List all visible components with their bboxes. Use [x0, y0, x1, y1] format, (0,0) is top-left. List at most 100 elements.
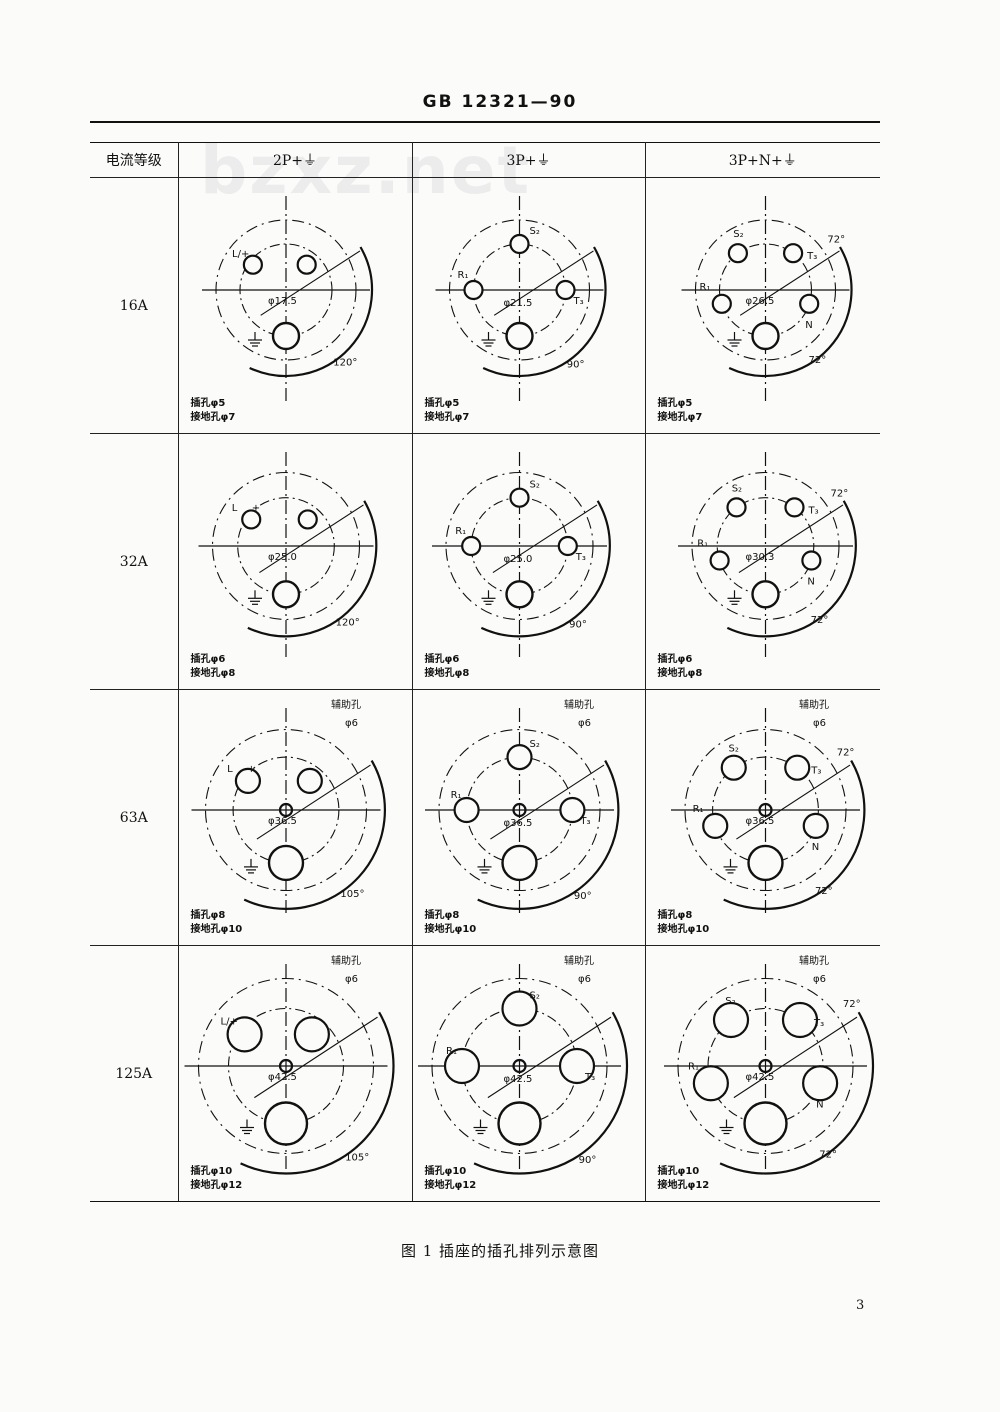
pin-s2	[508, 233, 530, 255]
outer-circle	[211, 471, 360, 621]
diagram-label: N	[811, 842, 818, 853]
diagram-label: R₁	[692, 804, 703, 815]
earth-hole-spec: 接地孔φ8	[190, 668, 236, 679]
pole-pin	[297, 509, 318, 530]
diagram-label: 72°	[836, 748, 854, 759]
diagram-label: φ6	[813, 718, 826, 729]
diagram-label: +	[251, 503, 259, 514]
pin-t3	[782, 243, 803, 264]
pin-s2	[505, 743, 533, 771]
diameter-leader	[492, 504, 597, 574]
earth-pin	[750, 321, 780, 351]
pin-r1	[462, 279, 484, 301]
earth-hole-spec: 接地孔φ12	[190, 1180, 243, 1191]
line-pin	[234, 767, 261, 795]
pin-t3	[783, 497, 805, 518]
angle-dimension-arc	[726, 500, 857, 638]
pin-hole-spec: 插孔φ8	[657, 910, 693, 921]
diagram-label: φ36.5	[745, 816, 774, 827]
diagram-label: 72°	[827, 235, 845, 246]
diagram-label: 90°	[578, 1155, 596, 1166]
outer-circle	[690, 471, 840, 621]
pin-n	[801, 1065, 838, 1102]
diagram-label: 辅助孔	[564, 698, 594, 711]
diagram-label: 120°	[335, 617, 359, 628]
diagram-label: φ42.5	[268, 1072, 297, 1083]
pitch-circle	[718, 243, 812, 337]
diagram-label: 72°	[814, 886, 832, 897]
auxiliary-hole	[278, 802, 293, 818]
angle-dimension-arc	[482, 246, 607, 378]
pin-t3	[783, 754, 810, 781]
outer-circle	[430, 977, 608, 1155]
diameter-leader	[489, 764, 604, 840]
diameter-leader	[735, 764, 850, 840]
pin-hole-spec: 插孔φ10	[424, 1166, 467, 1177]
earth-pin	[746, 844, 784, 882]
pin-hole-spec: 插孔φ6	[657, 654, 693, 665]
diagram-label: T₃	[584, 1072, 595, 1083]
pin-t3	[558, 796, 585, 824]
pin-s2	[725, 497, 747, 518]
pin-hole-spec: 插孔φ6	[190, 654, 226, 665]
pin-s2	[727, 243, 748, 264]
diagram-label: R₁	[457, 270, 468, 281]
standard-number: GB 12321—90	[422, 92, 578, 112]
diameter-leader	[258, 504, 364, 574]
outer-circle	[683, 728, 847, 892]
diagram-label: R₁	[699, 282, 710, 293]
table-header-row: 电流等级 2P+⏚ 3P+⏚ 3P+N+⏚	[90, 142, 880, 178]
diameter-leader	[487, 1016, 611, 1099]
diagram-label: L/+	[232, 249, 249, 260]
diameter-leader	[739, 250, 840, 316]
pin-hole-spec: 插孔φ10	[657, 1166, 700, 1177]
earth-pin	[496, 1101, 542, 1146]
diagram-label: S₂	[529, 480, 539, 491]
figure-caption: 图 1 插座的插孔排列示意图	[400, 1242, 600, 1260]
angle-dimension-arc	[722, 760, 865, 910]
rating-cell: 16A	[90, 177, 179, 434]
diagram-label: T₃	[574, 552, 585, 563]
diagram-label: 72°	[808, 355, 826, 366]
outer-circle	[694, 219, 836, 361]
diagram-label: N	[805, 320, 812, 331]
earth-hole-spec: 接地孔φ12	[424, 1180, 477, 1191]
pin-hole-spec: 插孔φ8	[424, 910, 460, 921]
diagram-label: R₁	[446, 1046, 457, 1057]
diagram-label: R₁	[450, 790, 461, 801]
diagram-label: φ6	[578, 718, 591, 729]
earth-hole-spec: 接地孔φ8	[424, 668, 470, 679]
pin-n	[798, 293, 819, 314]
pin-r1	[452, 796, 480, 824]
pin-hole-spec: 插孔φ5	[190, 398, 226, 409]
auxiliary-hole	[757, 802, 773, 818]
outer-circle	[444, 471, 594, 621]
page-number: 3	[856, 1298, 865, 1313]
diagram-label: 120°	[333, 358, 357, 369]
pin-s2	[720, 754, 747, 781]
hole-spec: 插孔φ10 接地孔φ12	[191, 1165, 243, 1193]
diagram-label: L/+	[220, 1017, 237, 1028]
pin-hole-spec: 插孔φ10	[190, 1166, 233, 1177]
diagram-label: φ42.5	[745, 1072, 774, 1083]
earth-pin	[263, 1101, 308, 1146]
diagram-label: 90°	[573, 891, 591, 902]
pole-pin	[296, 254, 317, 275]
angle-dimension-arc	[480, 500, 611, 638]
earth-pin	[750, 580, 780, 609]
diagram-label: φ26.5	[745, 296, 774, 307]
diameter-leader	[253, 1016, 378, 1099]
diagram-label: S₂	[529, 226, 539, 237]
